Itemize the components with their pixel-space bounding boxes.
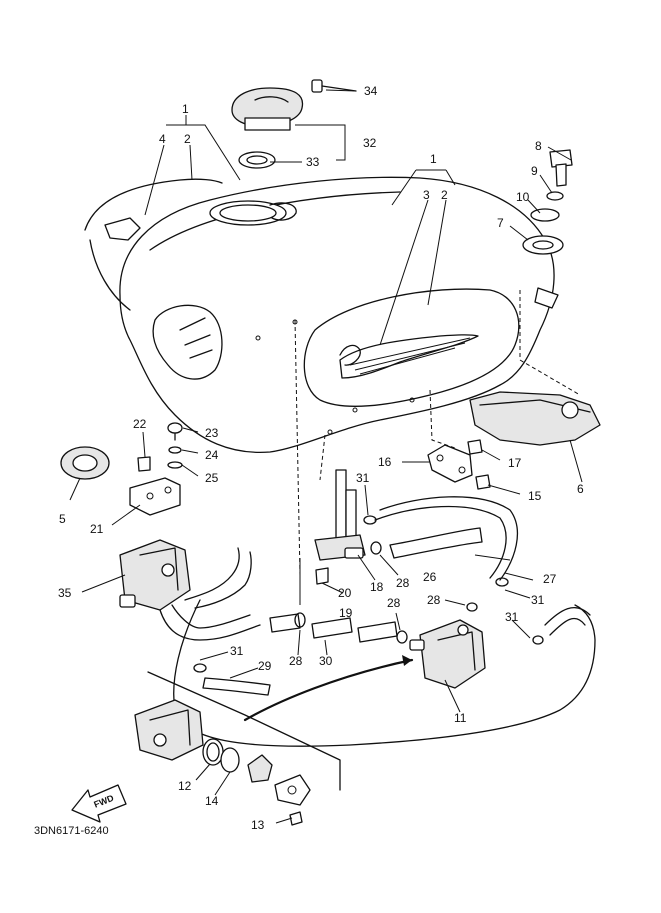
vent-hose bbox=[544, 606, 591, 636]
bolt-8 bbox=[549, 149, 573, 187]
leader-lines bbox=[69, 89, 583, 824]
hose-27 bbox=[374, 496, 518, 581]
clamp-31d bbox=[193, 663, 207, 673]
callout-18: 18 bbox=[370, 580, 384, 594]
callout-33: 33 bbox=[306, 155, 320, 169]
clamp-28b bbox=[466, 602, 478, 612]
cover-plate bbox=[274, 774, 311, 806]
clamp-31b bbox=[495, 577, 509, 587]
clamp-28c bbox=[294, 612, 306, 628]
callout-8: 8 bbox=[535, 139, 542, 153]
clamp-28d bbox=[396, 630, 408, 644]
callout-4: 4 bbox=[159, 132, 166, 146]
callout-23: 23 bbox=[205, 426, 219, 440]
callout-10: 10 bbox=[516, 190, 530, 204]
callout-31: 31 bbox=[505, 610, 519, 624]
clamp-28a bbox=[370, 541, 382, 555]
callout-35: 35 bbox=[58, 586, 72, 600]
bolt-17 bbox=[467, 439, 483, 455]
hose-left-assembly bbox=[159, 547, 301, 641]
callout-31: 31 bbox=[356, 471, 370, 485]
callout-17: 17 bbox=[508, 456, 522, 470]
pump-assembly-exploded bbox=[134, 699, 204, 761]
callout-26: 26 bbox=[423, 570, 437, 584]
callout-24: 24 bbox=[205, 448, 219, 462]
callout-15: 15 bbox=[528, 489, 542, 503]
callout-28: 28 bbox=[396, 576, 410, 590]
callout-27: 27 bbox=[543, 572, 557, 586]
callout-14: 14 bbox=[205, 794, 219, 808]
callout-20: 20 bbox=[338, 586, 352, 600]
gasket-14 bbox=[220, 747, 240, 773]
diaphragm-12 bbox=[202, 738, 224, 766]
flow-arrow bbox=[243, 658, 414, 722]
callout-21: 21 bbox=[90, 522, 104, 536]
clamp-31a bbox=[363, 515, 377, 525]
callout-16: 16 bbox=[378, 455, 392, 469]
callout-2: 2 bbox=[441, 188, 448, 202]
callout-31: 31 bbox=[230, 644, 244, 658]
fuel-tank bbox=[119, 176, 559, 454]
fuel-pump-11 bbox=[409, 619, 486, 689]
callout-34: 34 bbox=[364, 84, 378, 98]
bolt-20 bbox=[315, 567, 329, 585]
grommet-5 bbox=[60, 446, 110, 480]
callout-6: 6 bbox=[577, 482, 584, 496]
washer-9 bbox=[546, 191, 564, 201]
clamp-31c bbox=[532, 635, 544, 645]
callout-12: 12 bbox=[178, 779, 192, 793]
stay-16 bbox=[427, 444, 473, 483]
hose-29 bbox=[202, 677, 271, 696]
part-code: 3DN6171-6240 bbox=[34, 825, 109, 837]
callout-30: 30 bbox=[319, 654, 333, 668]
callout-3: 3 bbox=[423, 188, 430, 202]
fwd-arrow-icon: FWD bbox=[71, 784, 127, 823]
bracket-21 bbox=[129, 477, 181, 516]
tank-decal-left bbox=[84, 178, 223, 311]
callout-7: 7 bbox=[497, 216, 504, 230]
callout-11: 11 bbox=[454, 711, 467, 725]
group-bracket bbox=[147, 671, 341, 791]
callout-19: 19 bbox=[339, 606, 353, 620]
screw-34 bbox=[311, 79, 357, 93]
washer-24 bbox=[168, 446, 182, 454]
hose-segment bbox=[357, 621, 398, 643]
screw-23 bbox=[167, 422, 183, 441]
callout-28: 28 bbox=[387, 596, 401, 610]
valve-part bbox=[247, 754, 273, 783]
callout-22: 22 bbox=[133, 417, 147, 431]
callout-1: 1 bbox=[182, 102, 189, 116]
callout-28: 28 bbox=[427, 593, 441, 607]
fuel-pump-35 bbox=[119, 539, 191, 611]
washer-25 bbox=[167, 461, 183, 469]
cap-gasket-33 bbox=[238, 151, 276, 169]
fuel-hose-loop bbox=[173, 599, 596, 747]
hose-30 bbox=[311, 617, 353, 639]
tank-emblem-graphic bbox=[339, 334, 479, 379]
callout-31: 31 bbox=[531, 593, 545, 607]
callout-28: 28 bbox=[289, 654, 303, 668]
washer-10 bbox=[530, 208, 560, 222]
bolt-15 bbox=[475, 474, 491, 490]
callout-9: 9 bbox=[531, 164, 538, 178]
callout-29: 29 bbox=[258, 659, 272, 673]
callout-25: 25 bbox=[205, 471, 219, 485]
fuel-cap bbox=[231, 87, 304, 131]
bolt-22 bbox=[137, 456, 151, 472]
callout-1: 1 bbox=[430, 152, 437, 166]
fuel-cock-18 bbox=[314, 469, 366, 561]
callout-13: 13 bbox=[251, 818, 265, 832]
screw-13 bbox=[289, 811, 303, 826]
rear-bracket-6 bbox=[469, 391, 601, 446]
hose-26 bbox=[389, 527, 483, 559]
damper-7 bbox=[522, 235, 564, 255]
callout-2: 2 bbox=[184, 132, 191, 146]
callout-5: 5 bbox=[59, 512, 66, 526]
callout-32: 32 bbox=[363, 136, 377, 150]
